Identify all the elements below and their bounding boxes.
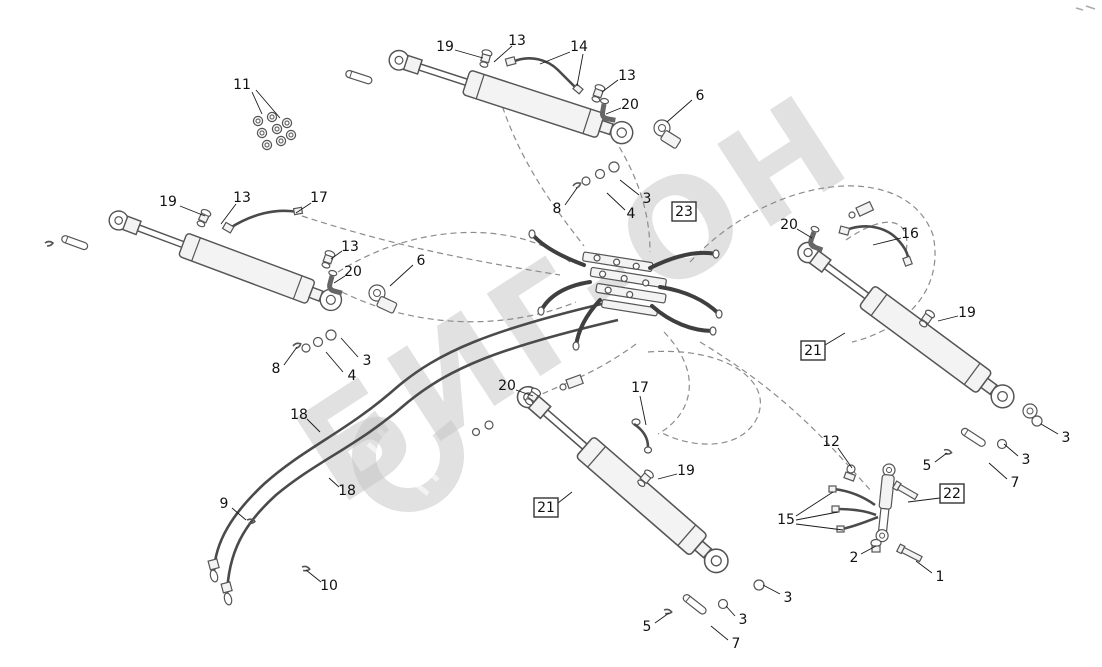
callout-label: 7 — [1011, 475, 1020, 491]
retainer-clip-10 — [300, 564, 311, 573]
callout-label: 12 — [822, 434, 840, 450]
callout-label: 18 — [338, 483, 356, 499]
cylinder-right — [791, 200, 1043, 457]
watermark-ring-stripes — [366, 428, 440, 496]
callout-label: 11 — [233, 77, 251, 93]
boxed-callout-22 — [939, 483, 965, 504]
callout-label: 19 — [159, 194, 177, 210]
elbow-20-top — [598, 98, 619, 120]
callout-label: 8 — [553, 201, 562, 217]
callout-label: 9 — [220, 496, 229, 512]
callout-label: 4 — [627, 206, 636, 222]
callout-label: 3 — [739, 612, 748, 628]
clamp-17-center — [565, 374, 584, 390]
fitting-12 — [846, 464, 856, 474]
callout-label: 5 — [923, 458, 932, 474]
pin-top — [344, 69, 374, 86]
boxed-callout-label: 22 — [943, 486, 961, 502]
washer-3-right — [1031, 415, 1043, 427]
callout-label: 3 — [1022, 452, 1031, 468]
bolt-1b — [892, 480, 919, 502]
bolt-1 — [896, 543, 924, 564]
boxed-callout-21-right — [800, 340, 826, 361]
boxed-callout-label: 23 — [675, 204, 693, 220]
callout-labels: 19 13 14 13 20 6 11 8 4 3 19 13 17 13 20… — [159, 33, 1070, 652]
callout-label: 3 — [784, 590, 793, 606]
watermark-ring-logo — [352, 400, 464, 512]
boxed-callouts: 23 21 21 22 — [533, 201, 965, 518]
callout-label: 8 — [272, 361, 281, 377]
clip-left — [44, 240, 54, 247]
callout-label: 16 — [901, 226, 919, 242]
callout-label: 18 — [290, 407, 308, 423]
callout-label: 17 — [310, 190, 328, 206]
boxed-callout-23 — [671, 201, 697, 222]
fitting-19-left — [194, 207, 213, 229]
corner-mark — [1075, 5, 1096, 11]
callout-label: 13 — [341, 239, 359, 255]
elbow-hose-17-center — [633, 422, 650, 448]
hose-14 — [511, 57, 579, 91]
callout-label: 3 — [363, 353, 372, 369]
boxed-callout-label: 21 — [537, 500, 555, 516]
callout-label: 2 — [850, 550, 859, 566]
long-hoses-18 — [207, 300, 619, 606]
callout-label: 10 — [320, 578, 338, 594]
clip-8-top — [571, 181, 583, 190]
pin-left — [60, 234, 90, 252]
callout-label: 20 — [780, 217, 798, 233]
callout-label: 1 — [936, 569, 945, 585]
callout-label: 19 — [677, 463, 695, 479]
washer-3-center — [753, 579, 765, 591]
hose-17-left — [229, 209, 299, 230]
fitting-19-top — [477, 48, 494, 69]
callout-label: 4 — [348, 368, 357, 384]
callout-label: 13 — [233, 190, 251, 206]
callout-label: 6 — [696, 88, 705, 104]
pin-7-center — [681, 592, 709, 616]
callout-label: 19 — [958, 305, 976, 321]
callout-label: 14 — [570, 39, 588, 55]
callout-label: 20 — [498, 378, 516, 394]
callout-label: 5 — [643, 619, 652, 635]
cylinder-small-22 — [828, 463, 924, 564]
callout-label: 20 — [621, 97, 639, 113]
callout-label: 13 — [508, 33, 526, 49]
hoses-15 — [828, 485, 879, 533]
fitting-13-left — [319, 248, 337, 270]
leader-lines — [179, 45, 1059, 641]
boxed-callout-21-center — [533, 497, 559, 518]
manifold-hose-stubs — [528, 229, 723, 351]
watermark-text: БИГ-ОН — [271, 64, 878, 534]
callout-label: 6 — [417, 253, 426, 269]
callout-label: 13 — [618, 68, 636, 84]
washer-3b-right — [996, 438, 1008, 450]
cylinder-center — [471, 374, 765, 616]
callout-label: 3 — [1062, 430, 1071, 446]
manifold-block — [528, 229, 723, 351]
washer-3b-center — [717, 598, 729, 610]
pin-7-right — [959, 426, 988, 449]
boxed-callout-label: 21 — [804, 343, 822, 359]
clamp-16 — [855, 200, 875, 217]
callout-label: 15 — [777, 512, 795, 528]
callout-label: 19 — [436, 39, 454, 55]
cylinder-top — [344, 44, 682, 190]
nut-cluster-11 — [252, 111, 297, 151]
callout-label: 7 — [732, 636, 741, 652]
cylinder-left — [44, 204, 398, 353]
watermark: БИГ-ОН — [271, 64, 878, 534]
clip-8-left — [291, 341, 303, 350]
callout-label: 3 — [643, 191, 652, 207]
callout-label: 20 — [344, 264, 362, 280]
callout-label: 17 — [631, 380, 649, 396]
